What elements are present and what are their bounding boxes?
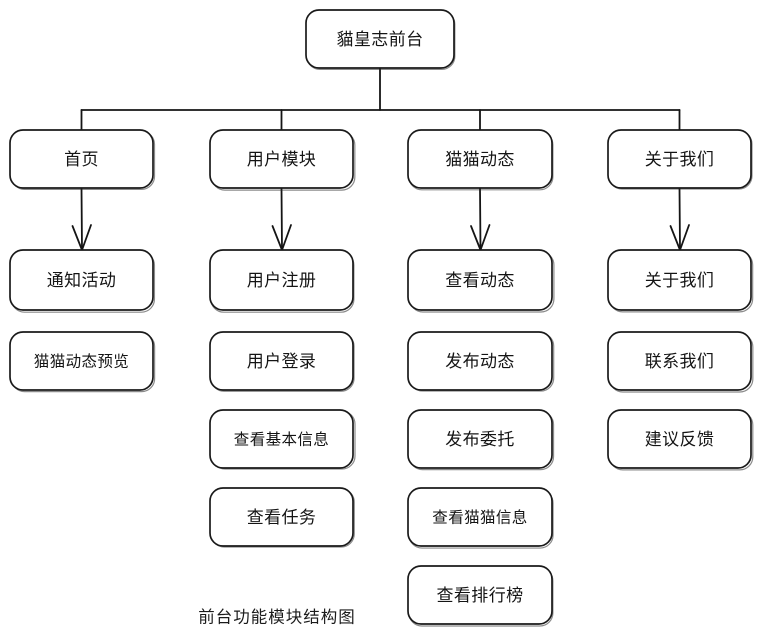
node-label: 通知活动: [47, 271, 117, 291]
node-label: 联系我们: [645, 352, 715, 372]
node-box[interactable]: [607, 331, 752, 391]
node-box[interactable]: [607, 129, 752, 189]
node-label: 发布委托: [445, 430, 515, 450]
node-cat-feed[interactable]: 猫猫动态: [407, 129, 554, 191]
arrow-head-cat-feed: [470, 224, 491, 251]
node-cat-feed-item-0[interactable]: 查看动态: [407, 249, 555, 313]
node-label: 猫猫动态预览: [34, 353, 129, 371]
node-box[interactable]: [407, 129, 553, 189]
node-about-us-item-0[interactable]: 关于我们: [607, 249, 754, 313]
node-label: 查看任务: [247, 508, 317, 528]
node-label: 用户注册: [247, 271, 317, 291]
node-cat-feed-item-1[interactable]: 发布动态: [407, 331, 555, 392]
node-user-module[interactable]: 用户模块: [209, 129, 356, 191]
arrow-shaft-cat-feed: [479, 187, 482, 251]
node-label: 首页: [64, 150, 99, 170]
node-about-us[interactable]: 关于我们: [607, 129, 753, 190]
node-label: 猫猫动态: [445, 150, 515, 170]
node-label: 用户模块: [247, 150, 317, 170]
node-box[interactable]: [209, 487, 354, 547]
node-box[interactable]: [209, 409, 354, 469]
node-cat-feed-item-2[interactable]: 发布委托: [407, 409, 555, 471]
node-box[interactable]: [407, 331, 553, 391]
node-box[interactable]: [209, 129, 354, 189]
node-about-us-item-2[interactable]: 建议反馈: [607, 409, 754, 471]
node-label: 建议反馈: [645, 430, 715, 450]
arrow-shaft-about-us: [678, 187, 681, 251]
node-box[interactable]: [607, 409, 752, 469]
node-label: 用户登录: [247, 352, 317, 372]
node-box[interactable]: [9, 129, 154, 189]
node-box[interactable]: [407, 565, 553, 625]
node-about-us-item-1[interactable]: 联系我们: [607, 331, 754, 393]
node-box[interactable]: [9, 249, 154, 311]
diagram-caption: 前台功能模块结构图: [198, 608, 356, 627]
node-label: 关于我们: [645, 150, 715, 170]
node-root[interactable]: 貓皇志前台: [305, 9, 456, 71]
node-box[interactable]: [407, 409, 553, 469]
node-user-module-item-1[interactable]: 用户登录: [209, 331, 355, 392]
arrow-head-about-us: [669, 224, 690, 251]
node-box[interactable]: [305, 9, 455, 69]
node-box[interactable]: [607, 249, 752, 311]
node-box[interactable]: [9, 331, 154, 391]
arrow-shaft-home: [80, 187, 83, 251]
arrow-head-home: [71, 224, 92, 251]
node-label: 关于我们: [645, 271, 715, 291]
arrow-head-user-module: [271, 224, 292, 251]
node-home[interactable]: 首页: [9, 129, 156, 190]
node-cat-feed-item-3[interactable]: 查看猫猫信息: [407, 487, 554, 549]
node-user-module-item-2[interactable]: 查看基本信息: [209, 409, 356, 470]
arrow-shaft-user-module: [280, 187, 283, 251]
node-home-item-1[interactable]: 猫猫动态预览: [9, 331, 156, 393]
node-cat-feed-item-4[interactable]: 查看排行榜: [407, 565, 554, 627]
node-label: 查看排行榜: [437, 586, 524, 606]
node-label: 查看基本信息: [234, 431, 329, 449]
node-label: 发布动态: [445, 352, 515, 372]
node-user-module-item-3[interactable]: 查看任务: [209, 487, 355, 548]
node-label: 貓皇志前台: [337, 30, 424, 50]
node-label: 查看猫猫信息: [432, 509, 527, 527]
node-box[interactable]: [209, 331, 354, 391]
node-user-module-item-0[interactable]: 用户注册: [209, 249, 355, 313]
node-box[interactable]: [407, 487, 553, 547]
node-box[interactable]: [209, 249, 354, 311]
connector-layer: [71, 67, 690, 251]
node-box[interactable]: [407, 249, 553, 311]
node-label: 查看动态: [445, 271, 515, 291]
node-home-item-0[interactable]: 通知活动: [9, 249, 156, 313]
